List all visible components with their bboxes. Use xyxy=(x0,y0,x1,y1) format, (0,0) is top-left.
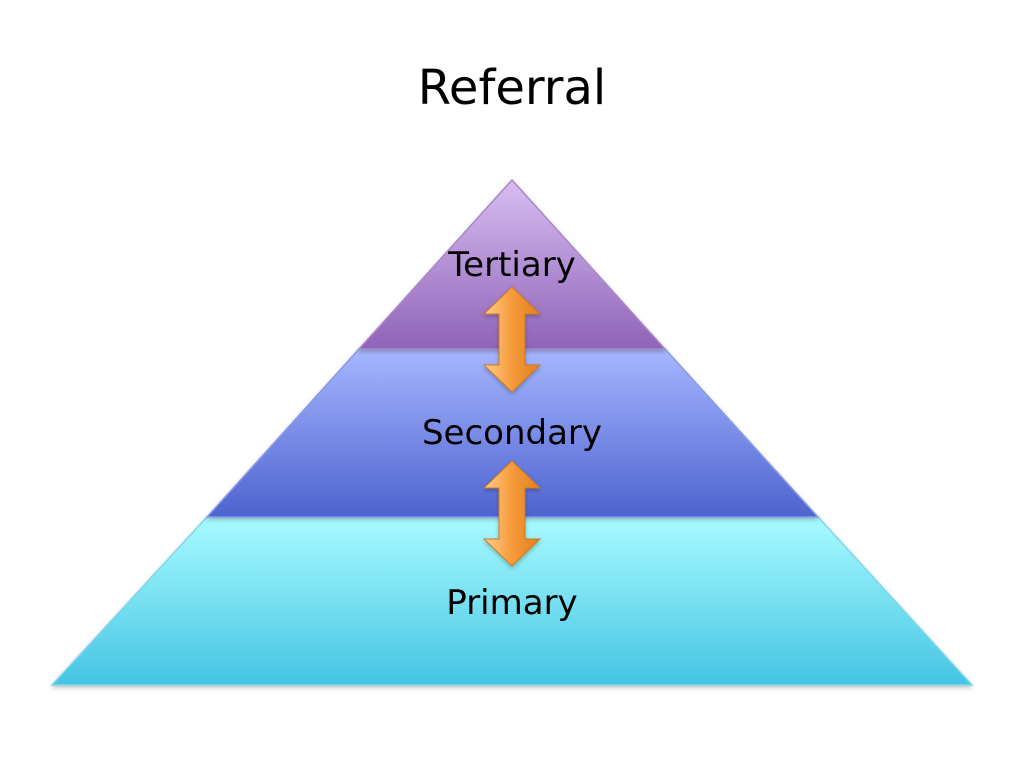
tier-label-primary: Primary xyxy=(446,583,577,623)
tier-label-tertiary: Tertiary xyxy=(447,245,576,285)
slide-title: Referral xyxy=(417,60,607,116)
tier-label-secondary: Secondary xyxy=(422,413,602,453)
double-headed-arrow-icon xyxy=(482,286,542,393)
double-headed-arrow-icon xyxy=(482,460,542,567)
